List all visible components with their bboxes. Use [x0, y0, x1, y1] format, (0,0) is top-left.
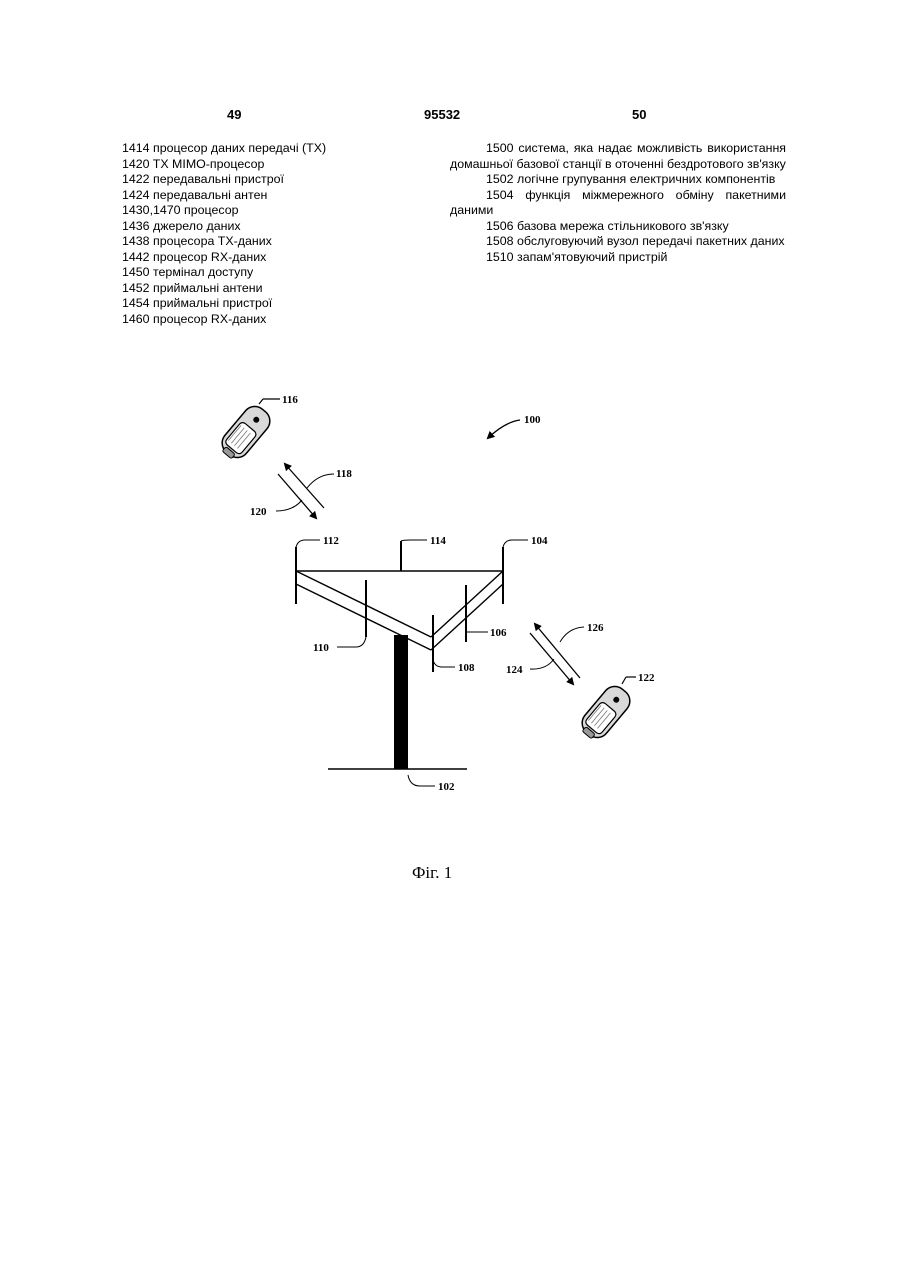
- label-126: 126: [587, 622, 604, 634]
- list-item: 1508 обслуговуючий вузол передачі пакетн…: [450, 234, 786, 250]
- mobile-device-116-icon: [216, 402, 275, 464]
- label-122: 122: [638, 672, 655, 684]
- label-100: 100: [524, 414, 541, 426]
- label-106: 106: [490, 627, 507, 639]
- label-116: 116: [282, 394, 298, 406]
- reference-list-right: 1500 система, яка надає можливість викор…: [450, 141, 786, 265]
- reverse-link-arrow-124: [535, 624, 580, 678]
- list-item: 1442 процесор RX-даних: [122, 250, 442, 266]
- reverse-link-arrow-120: [278, 474, 316, 518]
- page-number-right: 50: [632, 107, 646, 122]
- label-110: 110: [313, 642, 329, 654]
- leader-line: [401, 540, 427, 541]
- leader-line: [530, 659, 554, 669]
- leader-line: [337, 637, 366, 647]
- list-item: 1450 термінал доступу: [122, 265, 442, 281]
- mobile-device-122-icon: [576, 682, 635, 744]
- list-item: 1438 процесора TX-даних: [122, 234, 442, 250]
- label-112: 112: [323, 535, 339, 547]
- label-102: 102: [438, 781, 455, 793]
- base-station-102: [296, 541, 503, 769]
- label-118: 118: [336, 468, 352, 480]
- list-item: 1452 приймальні антени: [122, 281, 442, 297]
- label-114: 114: [430, 535, 446, 547]
- list-item: 1422 передавальні пристрої: [122, 172, 442, 188]
- figure-caption: Фіг. 1: [412, 863, 452, 883]
- label-104: 104: [531, 535, 548, 547]
- list-item: 1460 процесор RX-даних: [122, 312, 442, 328]
- leader-line: [560, 627, 584, 642]
- list-item: 1424 передавальні антен: [122, 188, 442, 204]
- forward-link-arrow-118: [285, 464, 324, 508]
- list-item: 1430,1470 процесор: [122, 203, 442, 219]
- leader-line: [259, 399, 263, 404]
- leader-line: [276, 500, 302, 511]
- list-item: 1414 процесор даних передачі (TX): [122, 141, 442, 157]
- page-number-left: 49: [227, 107, 241, 122]
- list-item: 1500 система, яка надає можливість викор…: [450, 141, 786, 172]
- leader-line: [503, 540, 528, 547]
- leader-line: [296, 540, 320, 547]
- list-item: 1420 TX MIMO-процесор: [122, 157, 442, 173]
- leader-line: [622, 677, 626, 684]
- label-108: 108: [458, 662, 475, 674]
- label-120: 120: [250, 506, 267, 518]
- leader-line: [307, 474, 334, 488]
- reference-list-left: 1414 процесор даних передачі (TX) 1420 T…: [122, 141, 442, 327]
- list-item: 1502 логічне групування електричних комп…: [450, 172, 786, 188]
- patent-number: 95532: [424, 107, 460, 122]
- leader-line: [408, 775, 435, 786]
- forward-link-arrow-126: [530, 633, 573, 684]
- label-124: 124: [506, 664, 523, 676]
- leader-line: [433, 660, 455, 667]
- list-item: 1510 запам'ятовуючий пристрій: [450, 250, 786, 266]
- list-item: 1506 базова мережа стільникового зв'язку: [450, 219, 786, 235]
- system-pointer-arrow: [488, 420, 520, 438]
- patent-figure: 116 100 118 120 112 114 104 110 106 108: [0, 380, 901, 820]
- list-item: 1504 функція міжмережного обміну пакетни…: [450, 188, 786, 219]
- list-item: 1454 приймальні пристрої: [122, 296, 442, 312]
- list-item: 1436 джерело даних: [122, 219, 442, 235]
